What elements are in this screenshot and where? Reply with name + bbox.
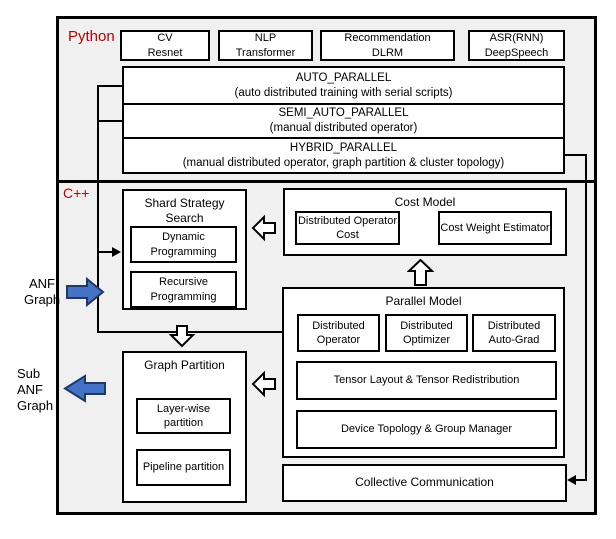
pipeline-partition-label: Pipeline partition (142, 461, 225, 474)
app-cv-domain: CV (157, 32, 173, 45)
distributed-operator-cost-label: Distributed Operator Cost (297, 214, 398, 241)
sub-anf-graph-label-line1: Sub (17, 366, 41, 381)
tensor-layout-redistribution-label: Tensor Layout & Tensor Redistribution (333, 374, 520, 387)
distributed-optimizer-box: Distributed Optimizer (385, 314, 468, 352)
pipeline-partition-box: Pipeline partition (136, 449, 231, 486)
flow-arrow-shard-to-graph-partition-icon (167, 324, 197, 348)
cost-weight-estimator-box: Cost Weight Estimator (438, 211, 552, 245)
device-topology-group-manager-box: Device Topology & Group Manager (296, 410, 557, 449)
connector-to-collective (576, 479, 587, 481)
arrowhead-to-collective (567, 475, 576, 485)
connector-hybrid-right (565, 154, 587, 156)
connector-auto-parallel (97, 85, 122, 87)
sub-anf-graph-label: Sub ANF Graph (17, 366, 61, 414)
collective-communication-label: Collective Communication (355, 475, 494, 490)
hybrid-parallel-name: HYBRID_PARALLEL (289, 141, 398, 154)
distributed-operator-cost-box: Distributed Operator Cost (295, 211, 400, 245)
sub-anf-graph-label-line2: ANF (17, 381, 43, 397)
semi-auto-parallel-name: SEMI_AUTO_PARALLEL (278, 107, 409, 120)
semi-auto-parallel-desc: (manual distributed operator) (269, 122, 418, 134)
auto-parallel-desc: (auto distributed training with serial s… (234, 86, 453, 99)
app-box-asr: ASR(RNN) DeepSpeech (468, 30, 565, 61)
dynamic-programming-box: Dynamic Programming (130, 226, 237, 263)
app-nlp-domain: NLP (254, 32, 277, 45)
auto-parallel-name: AUTO_PARALLEL (295, 71, 392, 84)
app-asr-model: DeepSpeech (484, 46, 549, 59)
anf-graph-input-arrow-icon (65, 276, 105, 308)
distributed-auto-grad-label: Distributed Auto-Grad (487, 319, 541, 346)
app-recommendation-domain: Recommendation (344, 32, 431, 45)
sub-anf-graph-label-line3: Graph (17, 397, 54, 413)
layer-wise-partition-box: Layer-wise partition (136, 398, 231, 434)
sub-anf-graph-output-arrow-icon (62, 373, 107, 404)
parallel-model-title: Parallel Model (385, 294, 462, 308)
connector-to-shard-search (97, 251, 113, 253)
shard-strategy-search-title: Shard Strategy Search (144, 196, 225, 225)
flow-arrow-parallel-to-graph-partition-icon (251, 370, 277, 398)
connector-to-parallel-model (97, 331, 288, 333)
python-cpp-divider (56, 180, 597, 183)
api-box-hybrid-parallel: HYBRID_PARALLEL (manual distributed oper… (122, 137, 565, 174)
flow-arrow-parallel-to-cost-icon (407, 258, 434, 287)
app-asr-domain: ASR(RNN) (489, 32, 544, 45)
tensor-layout-redistribution-box: Tensor Layout & Tensor Redistribution (296, 361, 557, 400)
api-box-auto-parallel: AUTO_PARALLEL (auto distributed training… (122, 66, 565, 105)
app-cv-model: Resnet (147, 46, 183, 59)
device-topology-group-manager-label: Device Topology & Group Manager (340, 423, 512, 436)
layer-wise-partition-label: Layer-wise partition (156, 402, 211, 429)
app-box-recommendation: Recommendation DLRM (320, 30, 455, 61)
distributed-operator-label: Distributed Operator (312, 319, 365, 346)
python-section-label: Python (68, 28, 115, 45)
cost-weight-estimator-label: Cost Weight Estimator (440, 221, 550, 234)
anf-graph-label: ANF Graph (24, 276, 60, 308)
distributed-optimizer-label: Distributed Optimizer (400, 319, 453, 346)
connector-left-vertical (97, 86, 99, 333)
app-box-nlp: NLP Transformer (218, 30, 313, 61)
api-box-semi-auto-parallel: SEMI_AUTO_PARALLEL (manual distributed o… (122, 103, 565, 139)
recursive-programming-label: Recursive Programming (150, 276, 217, 303)
app-nlp-model: Transformer (235, 46, 296, 59)
hybrid-parallel-desc: (manual distributed operator, graph part… (182, 156, 505, 169)
anf-graph-label-line2: Graph (24, 291, 61, 307)
recursive-programming-box: Recursive Programming (130, 271, 237, 308)
arrowhead-to-shard-search (112, 247, 121, 257)
distributed-operator-box: Distributed Operator (297, 314, 380, 352)
anf-graph-label-line1: ANF (29, 276, 55, 291)
graph-partition-title: Graph Partition (144, 358, 225, 372)
connector-right-vertical (585, 154, 587, 481)
collective-communication-box: Collective Communication (282, 464, 567, 502)
cpp-section-label: C++ (63, 185, 90, 201)
distributed-auto-grad-box: Distributed Auto-Grad (472, 314, 556, 352)
dynamic-programming-label: Dynamic Programming (150, 231, 217, 258)
app-recommendation-model: DLRM (371, 46, 404, 59)
flow-arrow-cost-to-shard-icon (251, 214, 277, 242)
cost-model-title: Cost Model (394, 195, 456, 209)
connector-semi-auto-parallel (97, 120, 122, 122)
app-box-cv: CV Resnet (120, 30, 210, 61)
